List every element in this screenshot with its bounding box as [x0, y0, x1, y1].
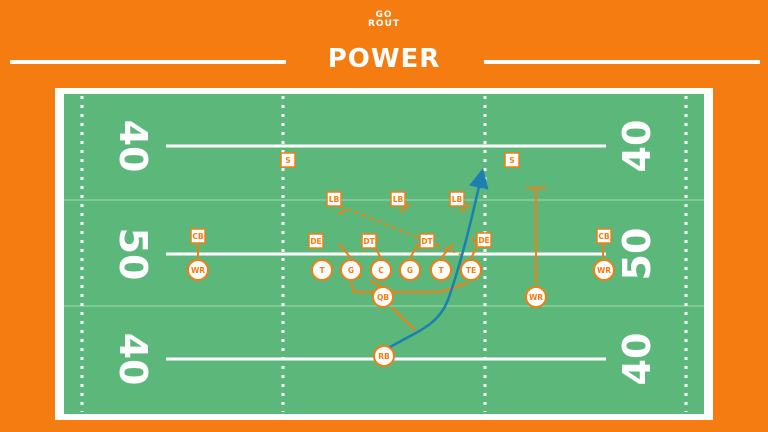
offense-label: RB: [378, 352, 390, 361]
title-rule-right: [484, 60, 760, 64]
hash-marks: [80, 96, 688, 412]
defender-label: CB: [192, 232, 204, 241]
gorout-logo: GO ROUT: [360, 11, 408, 33]
offense-label: WR: [191, 266, 205, 275]
yard-number-top-right: 40: [615, 120, 659, 173]
offense-label: G: [407, 266, 413, 275]
offense-label: QB: [377, 293, 389, 302]
offense-t-left: T: [311, 259, 333, 281]
offense-label: T: [319, 266, 325, 275]
offense-te: TE: [460, 259, 482, 281]
offense-c: C: [370, 259, 392, 281]
offense-label: C: [378, 266, 384, 275]
offense-label: T: [438, 266, 444, 275]
rb-run-route: [389, 168, 489, 349]
offense-g-left: G: [340, 259, 362, 281]
offense-wr-right: WR: [593, 259, 615, 281]
offense-qb: QB: [372, 286, 394, 308]
yard-number-bottom-left: 40: [111, 333, 155, 386]
defender-label: DT: [421, 237, 433, 246]
defender-s-right: S: [504, 152, 520, 168]
defender-de-right: DE: [476, 232, 492, 248]
defender-label: LB: [393, 195, 404, 204]
defender-s-left: S: [280, 152, 296, 168]
offense-label: WR: [529, 293, 543, 302]
defender-dt-right: DT: [419, 233, 435, 249]
logo-line-2: ROUT: [367, 19, 401, 29]
logo-line-1: GO: [375, 10, 393, 20]
defender-de-left: DE: [308, 233, 324, 249]
defender-lb-mid: LB: [390, 191, 406, 207]
offense-label: G: [348, 266, 354, 275]
defender-label: DE: [478, 236, 489, 245]
defender-label: S: [509, 156, 514, 165]
yard-number-mid-right: 50: [615, 228, 659, 281]
offense-label: TE: [466, 266, 476, 275]
defender-dt-left: DT: [361, 233, 377, 249]
defender-cb-left: CB: [190, 228, 206, 244]
defender-label: S: [285, 156, 290, 165]
defender-cb-right: CB: [596, 228, 612, 244]
defender-lb-left: LB: [326, 191, 342, 207]
offense-wr-left: WR: [187, 259, 209, 281]
offense-rb: RB: [373, 345, 395, 367]
offense-g-right: G: [399, 259, 421, 281]
defender-label: DT: [363, 237, 375, 246]
yard-number-bottom-right: 40: [615, 333, 659, 386]
defender-label: DE: [310, 237, 321, 246]
defender-label: LB: [329, 195, 340, 204]
yard-number-top-left: 40: [111, 120, 155, 173]
play-title: POWER: [327, 44, 441, 74]
offense-wr-slot: WR: [525, 286, 547, 308]
offense-t-right: T: [430, 259, 452, 281]
title-rule-left: [10, 60, 286, 64]
defender-label: LB: [452, 195, 463, 204]
defender-lb-right: LB: [449, 191, 465, 207]
defender-label: CB: [598, 232, 610, 241]
offense-label: WR: [597, 266, 611, 275]
yard-number-mid-left: 50: [111, 228, 155, 281]
